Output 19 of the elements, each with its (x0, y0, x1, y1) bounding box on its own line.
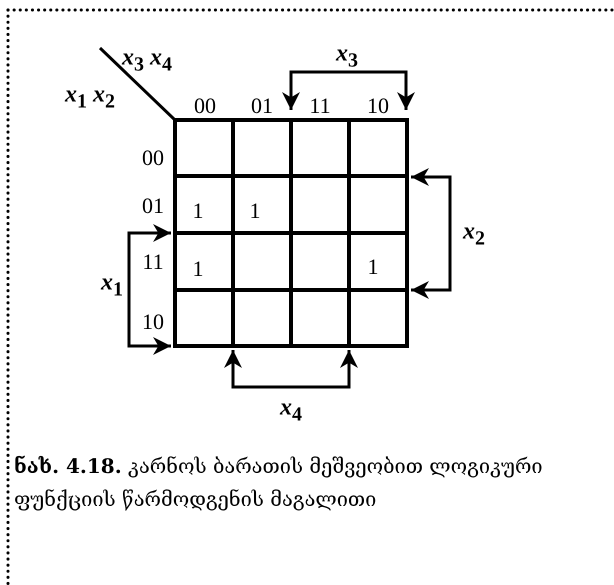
row-header: 00 (142, 147, 164, 169)
cell-value: 1 (250, 200, 260, 222)
row-header: 01 (142, 195, 164, 217)
variable-label: x$_{3}$ x$_{4}$ (122, 46, 172, 74)
column-header: 11 (309, 95, 331, 117)
cell-value: 1 (192, 200, 204, 222)
cell-value: 1 (192, 258, 204, 280)
variable-label: x$_{1}$ x$_{2}$ (65, 82, 115, 112)
row-header: 10 (142, 311, 164, 333)
column-header: 10 (367, 95, 389, 117)
variable-label: x$_{3}$ (336, 42, 358, 70)
figure-caption: ნახ. 4.18. კარნოს ბარათის მეშვეობით ლოგიკური ფუნქციის წარმოდგენის მაგალითი (14, 453, 544, 513)
column-header: 01 (251, 95, 273, 117)
variable-label: x$_{2}$ (463, 220, 485, 248)
variable-label: x$_{4}$ (280, 396, 302, 424)
row-header: 11 (142, 251, 164, 273)
column-header: 00 (194, 95, 216, 117)
cell-value: 1 (368, 256, 378, 278)
variable-label: x$_{1}$ (101, 270, 123, 300)
